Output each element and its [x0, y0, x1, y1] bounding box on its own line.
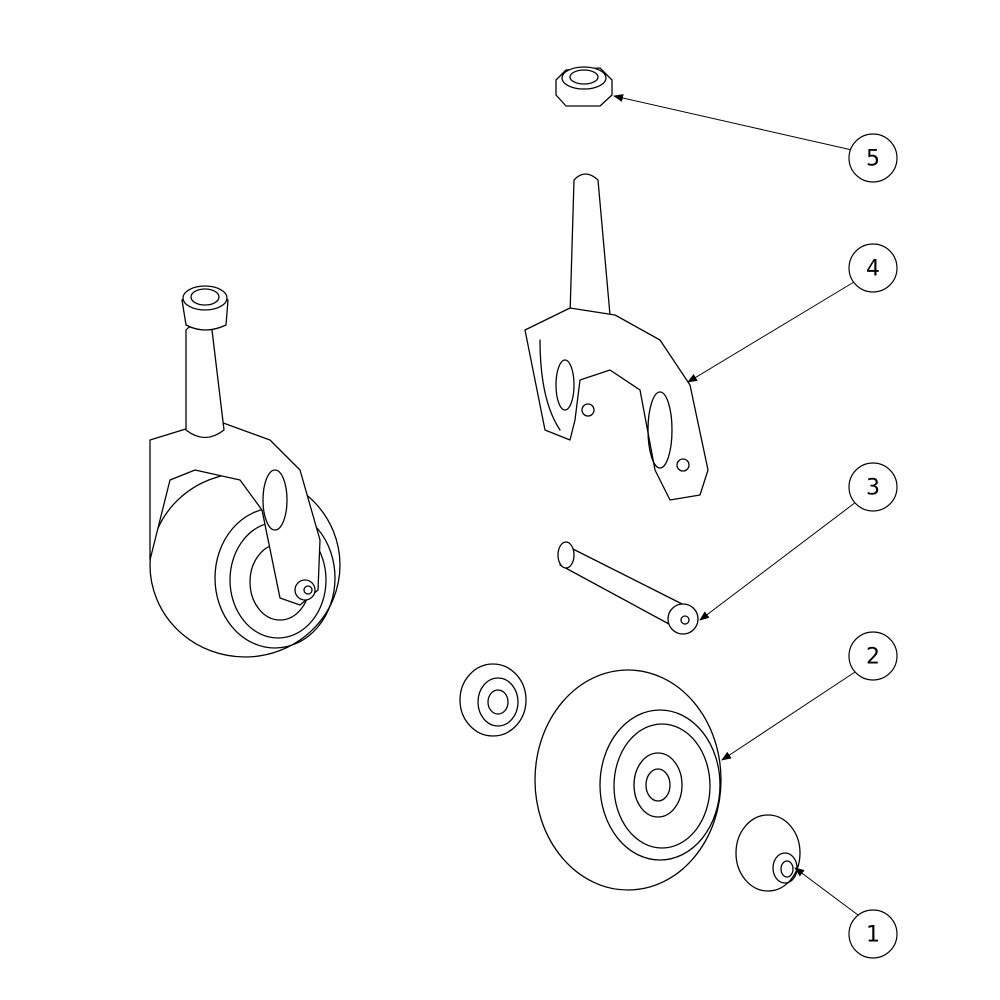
balloon-3: 3: [848, 462, 898, 512]
part-5-lock-nut: [555, 66, 613, 107]
assembled-stem: [185, 324, 225, 439]
assembled-fork: [149, 419, 321, 606]
balloon-4: 4: [848, 243, 898, 293]
balloon-5-label: 5: [866, 147, 880, 172]
leader-5: [613, 94, 853, 151]
balloon-5: 5: [848, 133, 898, 183]
leader-4: [687, 281, 855, 383]
part-1-bearing-cap: [735, 814, 801, 892]
part-3-axle-bolt: [557, 541, 699, 635]
leader-3: [699, 501, 857, 621]
balloon-1-label: 1: [866, 923, 880, 948]
part-4-fork: [524, 173, 709, 501]
assembled-caster: [149, 285, 341, 658]
part-2-wheel: [459, 663, 722, 891]
leader-2: [721, 671, 856, 761]
balloon-2-label: 2: [866, 645, 880, 670]
balloon-3-label: 3: [866, 476, 880, 501]
balloon-4-label: 4: [866, 257, 880, 282]
balloon-1: 1: [848, 909, 898, 959]
leader-1: [794, 867, 859, 916]
balloon-2: 2: [848, 631, 898, 681]
